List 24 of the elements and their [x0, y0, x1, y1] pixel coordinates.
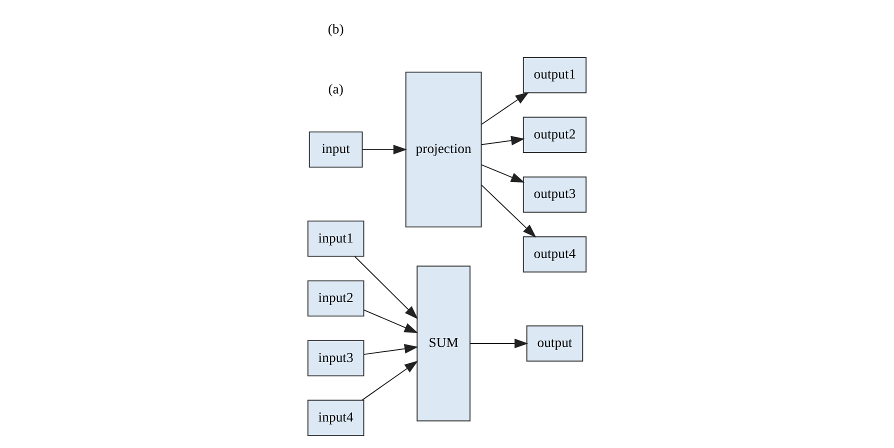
- node-box: projection: [405, 72, 482, 228]
- arrow: [362, 144, 408, 154]
- node-box: input4: [307, 400, 364, 436]
- node-box: output: [526, 325, 584, 362]
- node-box: output4: [522, 236, 587, 272]
- arrow: [470, 338, 528, 348]
- arrow: [481, 92, 530, 125]
- arrow: [481, 136, 525, 146]
- label: (a): [328, 81, 344, 96]
- label: (b): [328, 22, 344, 37]
- node-box: input: [308, 131, 363, 168]
- arrow: [363, 309, 418, 334]
- node-box: input2: [307, 280, 364, 317]
- arrow: [361, 360, 418, 401]
- arrow: [363, 344, 418, 355]
- node-box: output2: [522, 116, 587, 153]
- arrow: [354, 256, 418, 320]
- arrow: [481, 184, 536, 238]
- node-box: output1: [522, 57, 587, 94]
- node-box: input1: [307, 220, 364, 257]
- node-box: input3: [307, 340, 364, 376]
- node-box: SUM: [416, 266, 470, 422]
- arrow: [481, 164, 525, 183]
- node-box: output3: [522, 176, 587, 213]
